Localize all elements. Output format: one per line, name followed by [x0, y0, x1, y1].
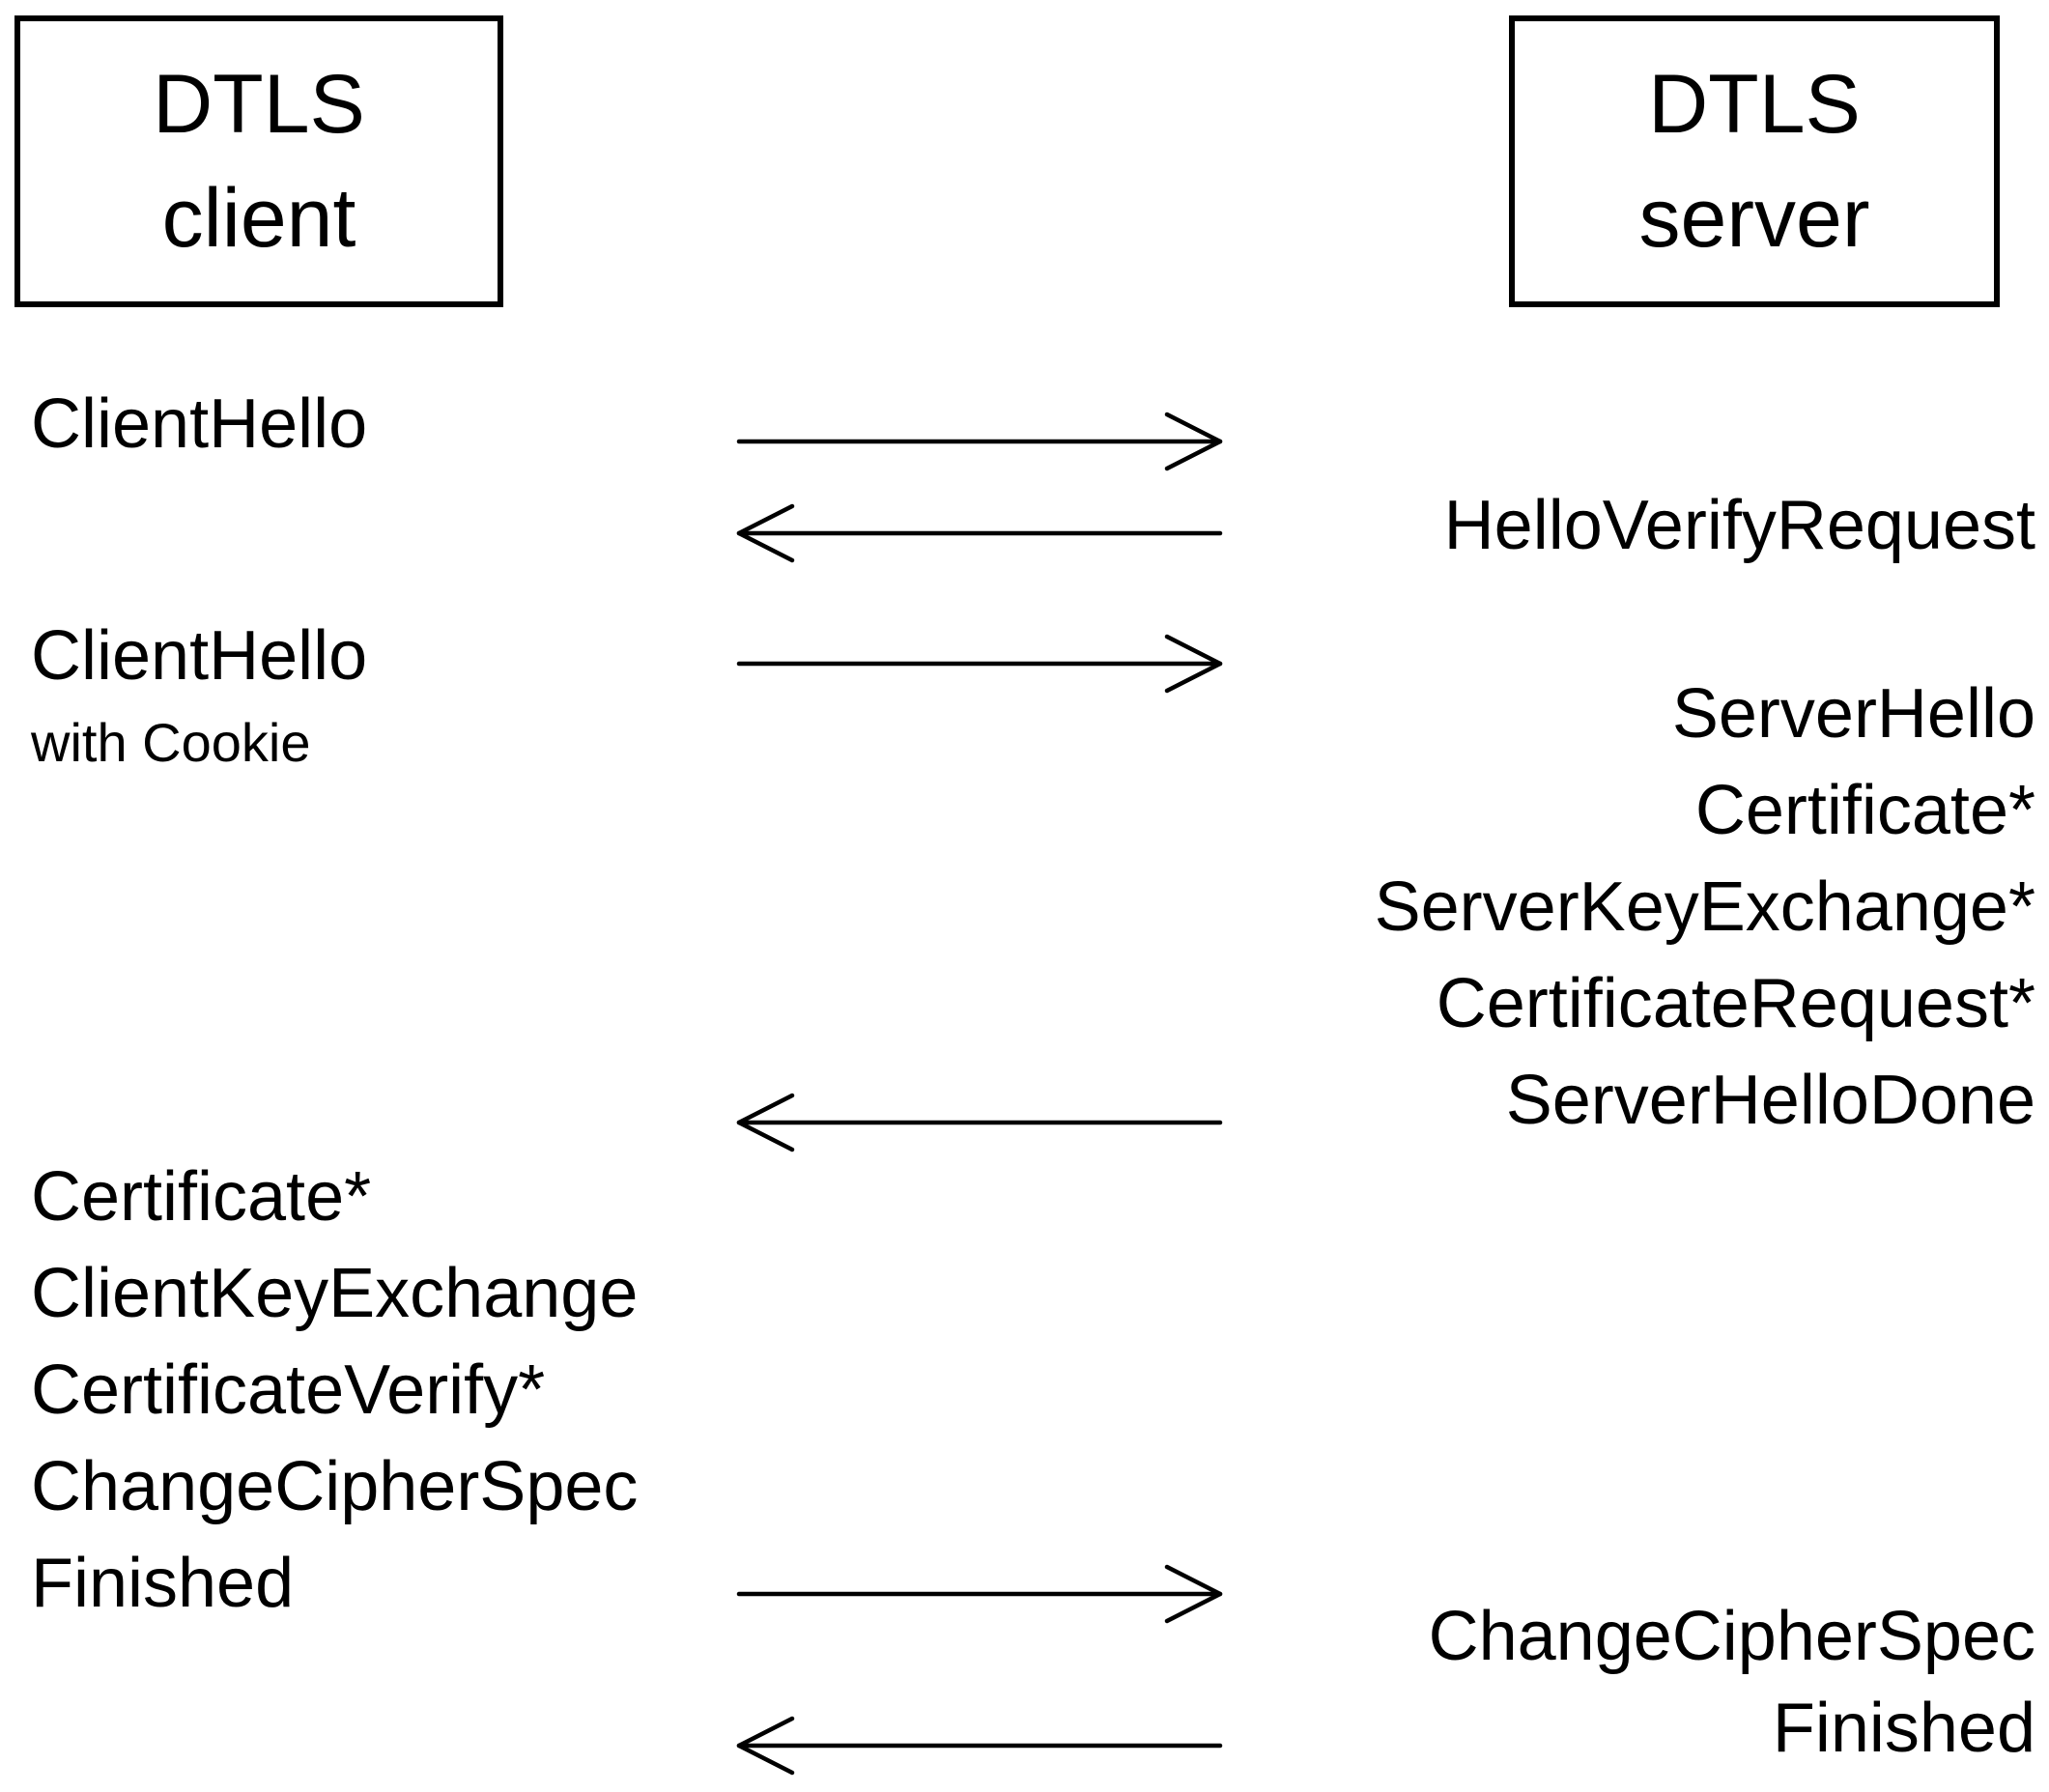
dtls-client-box: DTLS client — [14, 15, 503, 307]
client-title-line1: DTLS — [153, 58, 365, 151]
client-msg-clienthello-1: ClientHello — [31, 385, 368, 463]
server-msg-serverkeyexchange: ServerKeyExchange* — [1374, 868, 2035, 946]
server-title-line2: server — [1638, 172, 1870, 265]
arrow-helloverifyrequest-to-client — [736, 503, 1223, 563]
client-msg-finished: Finished — [31, 1545, 295, 1622]
dtls-server-box: DTLS server — [1509, 15, 2000, 307]
server-msg-serverhellodone: ServerHelloDone — [1505, 1062, 2035, 1139]
server-msg-helloverifyrequest: HelloVerifyRequest — [1443, 487, 2035, 564]
client-msg-changecipherspec: ChangeCipherSpec — [31, 1448, 639, 1525]
client-msg-certificate: Certificate* — [31, 1158, 372, 1236]
server-msg-finished: Finished — [1772, 1690, 2035, 1767]
client-msg-clienthello-2: ClientHello — [31, 617, 368, 695]
arrow-clienthello-cookie-to-server — [736, 634, 1223, 694]
arrow-server-flight-to-client — [736, 1093, 1223, 1152]
arrow-clienthello-to-server — [736, 412, 1223, 471]
client-msg-certificateverify: CertificateVerify* — [31, 1351, 546, 1429]
client-msg-clientkeyexchange: ClientKeyExchange — [31, 1255, 639, 1332]
arrow-client-flight-to-server — [736, 1564, 1223, 1624]
server-msg-certificate: Certificate* — [1694, 772, 2035, 849]
client-msg-cookie-note: with Cookie — [31, 712, 311, 773]
server-msg-changecipherspec: ChangeCipherSpec — [1428, 1598, 2035, 1675]
client-title-line2: client — [161, 172, 356, 265]
server-msg-serverhello: ServerHello — [1671, 675, 2035, 753]
arrow-server-finished-to-client — [736, 1716, 1223, 1776]
server-title-line1: DTLS — [1648, 58, 1861, 151]
server-msg-certificaterequest: CertificateRequest* — [1436, 965, 2035, 1042]
